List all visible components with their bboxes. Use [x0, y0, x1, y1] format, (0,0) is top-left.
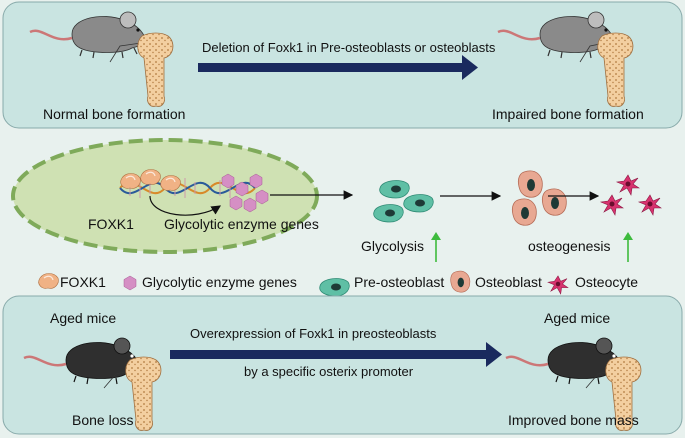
bone-loss-caption: Bone loss — [72, 412, 134, 428]
pre-osteoblast-cluster — [373, 180, 434, 223]
pre-osteoblast-icon — [319, 278, 350, 297]
impaired-bone-icon — [579, 32, 634, 107]
legend-label-glycolytic-genes: Glycolytic enzyme genes — [142, 274, 297, 290]
overexpression-arrow — [170, 342, 502, 367]
glycolytic-enzyme-genes-label: Glycolytic enzyme genes — [164, 216, 319, 232]
osteoblast-cluster — [511, 170, 567, 226]
aged-mice-left-title: Aged mice — [50, 310, 117, 326]
bottom-panel — [2, 295, 683, 435]
legend-label-osteoblast: Osteoblast — [475, 274, 542, 290]
osteogenesis-up-arrow — [623, 232, 633, 262]
impaired-bone-formation-caption: Impaired bone formation — [492, 106, 644, 122]
aged-mice-right-title: Aged mice — [544, 310, 611, 326]
normal-bone-icon — [109, 32, 174, 107]
foxk1-icon — [38, 272, 59, 289]
osteocyte-cluster — [600, 174, 662, 216]
binding-arrow — [149, 195, 222, 216]
glycolysis-label: Glycolysis — [361, 238, 425, 254]
improved-bone-mass-caption: Improved bone mass — [508, 412, 639, 428]
improved-bone-icon — [585, 356, 642, 431]
osteocyte-icon — [547, 275, 569, 295]
glycolytic-enzyme-gene-icon — [123, 275, 137, 291]
osteogenesis-label: osteogenesis — [528, 238, 611, 254]
deletion-arrow — [198, 55, 478, 80]
normal-bone-formation-caption: Normal bone formation — [43, 106, 186, 122]
foxk1-label: FOXK1 — [88, 216, 134, 232]
overexpression-label-line1: Overexpression of Foxk1 in preosteoblast… — [190, 326, 437, 341]
glycolysis-up-arrow — [431, 232, 441, 262]
legend-label-foxk1: FOXK1 — [60, 274, 106, 290]
middle-section — [11, 138, 662, 262]
legend-label-osteocyte: Osteocyte — [575, 274, 639, 290]
nucleus — [11, 138, 319, 254]
legend-label-pre-osteoblast: Pre-osteoblast — [354, 274, 445, 290]
overexpression-label-line2: by a specific osterix promoter — [244, 364, 414, 379]
deletion-label: Deletion of Foxk1 in Pre-osteoblasts or … — [202, 40, 496, 55]
top-panel — [2, 1, 683, 129]
osteoblast-icon — [450, 270, 471, 293]
bone-loss-bone-icon — [103, 356, 162, 431]
